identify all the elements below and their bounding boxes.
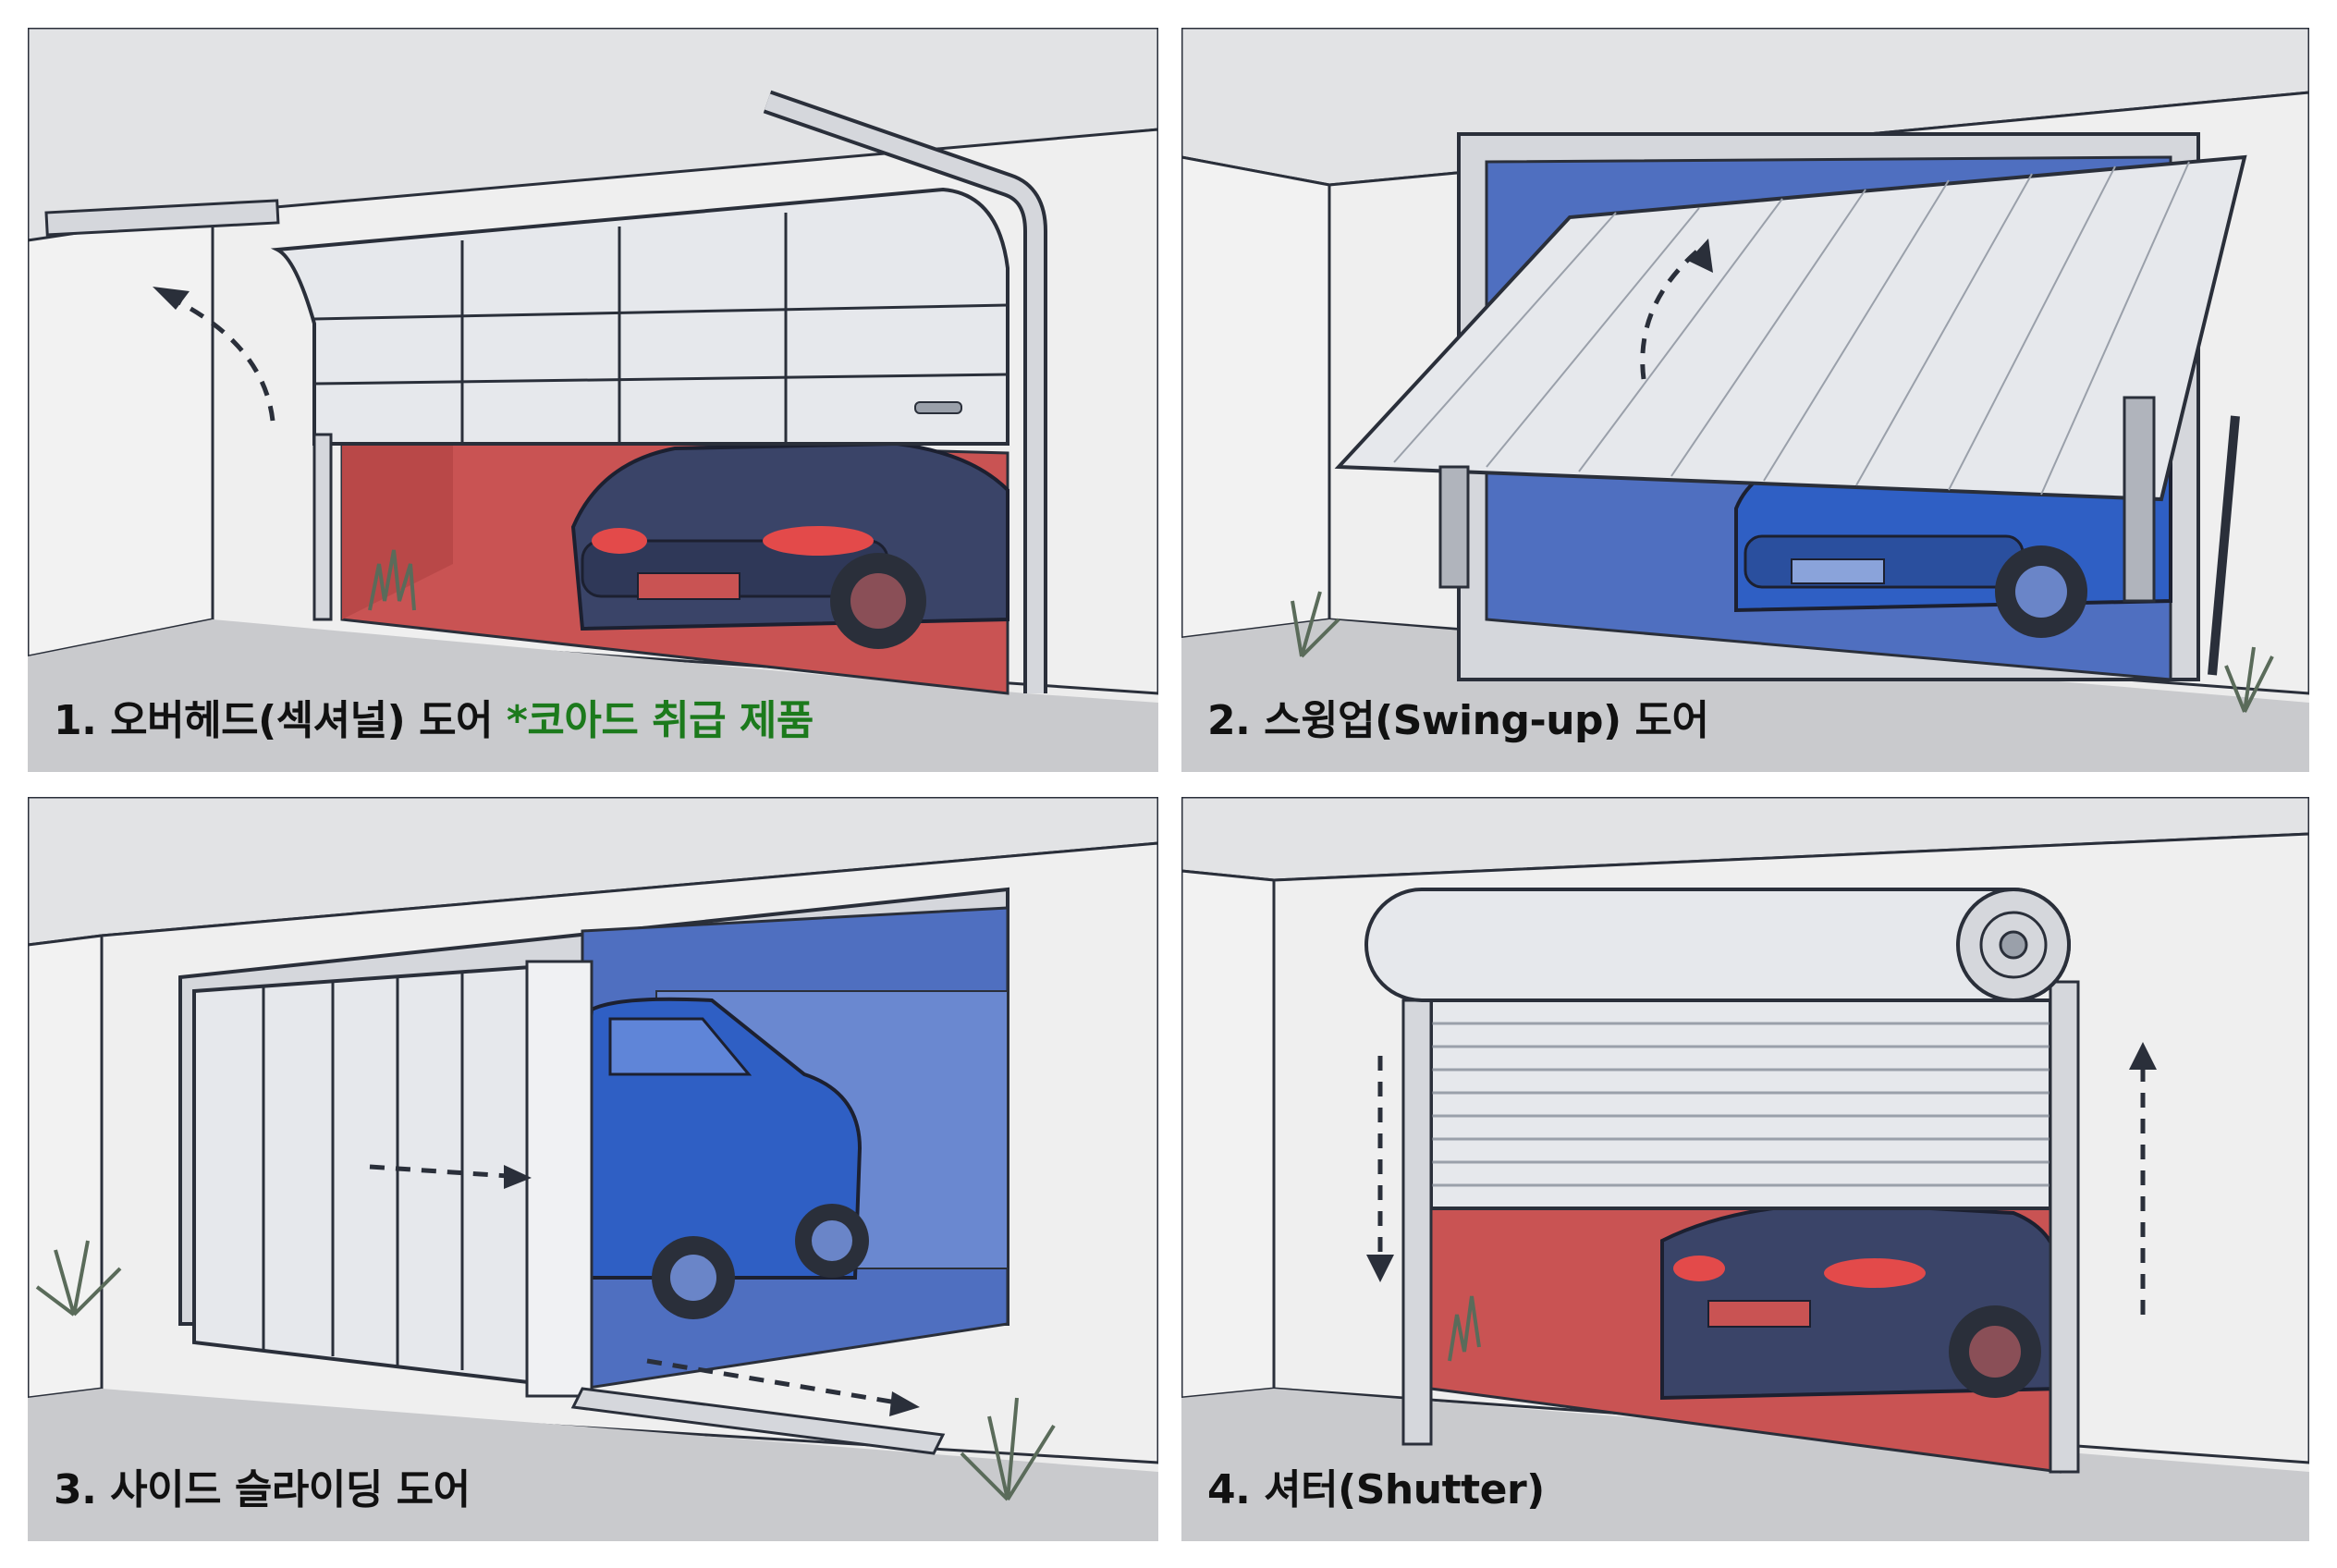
shutter-illustration — [1181, 797, 2309, 1541]
panel-swing-up-door: 2. 스윙업(Swing-up) 도어 — [1181, 28, 2309, 772]
shutter-curtain — [1429, 998, 2052, 1210]
panel-overhead-door: 1. 오버헤드(섹셔널) 도어 *코아드 취급 제품 — [28, 28, 1158, 772]
swing-up-door-illustration — [1181, 28, 2309, 772]
caption-side-sliding-door: 3. 사이드 슬라이딩 도어 — [54, 1466, 471, 1513]
car — [570, 441, 1009, 649]
car — [1660, 1201, 2062, 1401]
car — [581, 997, 869, 1319]
caption-overhead-door: 1. 오버헤드(섹셔널) 도어 *코아드 취급 제품 — [54, 697, 814, 744]
side-sliding-door-illustration — [28, 797, 1158, 1541]
overhead-door-illustration — [28, 28, 1158, 772]
swing-up-door — [1334, 154, 2247, 502]
panel-shutter: 4. 셔터(Shutter) — [1181, 797, 2309, 1541]
sliding-door — [192, 960, 593, 1398]
panel-side-sliding-door: 3. 사이드 슬라이딩 도어 — [28, 797, 1158, 1541]
caption-note: *코아드 취급 제품 — [506, 697, 814, 744]
caption-shutter: 4. 셔터(Shutter) — [1207, 1466, 1545, 1513]
sectional-door — [270, 187, 1009, 446]
caption-swing-up-door: 2. 스윙업(Swing-up) 도어 — [1207, 697, 1709, 744]
